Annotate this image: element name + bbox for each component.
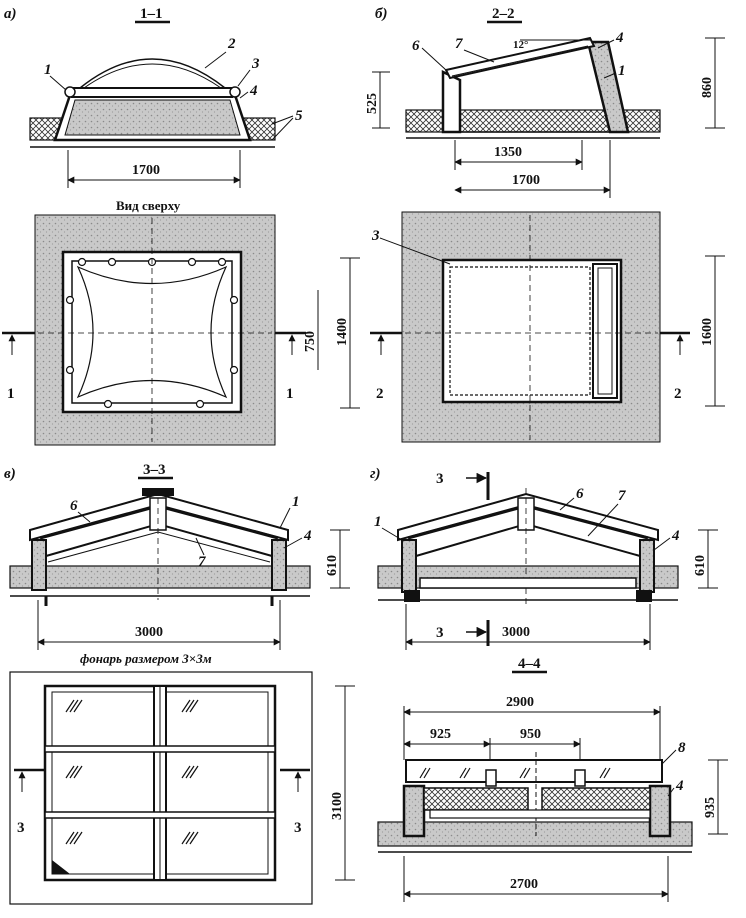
dim-a-750: 750 [303,331,318,352]
callout-g-6: 6 [576,486,584,502]
panel-b: б) 2–2 6 7 12° 4 1 525 860 1350 [365,6,725,443]
panel-v: в) 3–3 6 1 4 7 610 3000 фонарь размеро [4,462,355,905]
glazing-g [405,759,663,783]
glazing-b [444,36,596,80]
callout-b-1: 1 [618,63,626,79]
callout-g-7: 7 [618,488,626,504]
callout-g-8: 8 [678,740,686,756]
dim-g-2700: 2700 [510,877,538,892]
dim-v-3100: 3100 [330,792,345,820]
callout-a-1: 1 [44,62,52,78]
callout-b-angle: 12° [513,39,528,51]
cut-g-bottom: 3 [436,625,444,641]
dim-g-3000: 3000 [502,625,530,640]
roof-slab-g2 [377,821,693,847]
panel-a-section-title: 1–1 [140,6,163,22]
callout-g-1: 1 [374,514,382,530]
dim-v-610: 610 [325,555,340,576]
panel-a-letter: а) [4,6,17,22]
dim-a-1700: 1700 [132,163,160,178]
callout-v-7: 7 [198,554,206,570]
panel-b-section-title: 2–2 [492,6,515,22]
dome-a [79,58,226,89]
panel-g: г) 3 1 6 7 4 610 3000 3 4–4 [370,466,728,902]
dim-g-610: 610 [693,555,708,576]
callout-b-7: 7 [455,36,463,52]
view-from-above-label: Вид сверху [116,198,181,213]
callout-b-4: 4 [615,30,624,46]
callout-g-4b: 4 [675,778,684,794]
cut-g-top: 3 [436,471,444,487]
callout-g-4: 4 [671,528,680,544]
dim-b-860: 860 [700,77,715,98]
callout-a-4: 4 [249,83,258,99]
cut-a-left: 1 [7,386,15,402]
dim-b-525: 525 [365,93,380,114]
callout-b-6: 6 [412,38,420,54]
callout-a-2: 2 [227,36,236,52]
dim-g-935: 935 [703,797,718,818]
dim-b-1600: 1600 [700,318,715,346]
dim-v-3000: 3000 [135,625,163,640]
cut-v-right: 3 [294,820,302,836]
cut-b-left: 2 [376,386,384,402]
cut-a-right: 1 [286,386,294,402]
dim-g-950: 950 [520,727,541,742]
panel-b-letter: б) [375,6,387,22]
dim-g-2900: 2900 [506,695,534,710]
panel-a: а) 1–1 1 2 3 4 5 1700 Вид сверху [2,6,360,446]
panel-v-letter: в) [4,466,16,482]
callout-a-5: 5 [295,108,303,124]
panel-v-section-title: 3–3 [143,462,166,478]
roof-slab-v [9,565,311,589]
dim-g-925: 925 [430,727,451,742]
cut-b-right: 2 [674,386,682,402]
callout-v-1: 1 [292,494,300,510]
dim-a-1400: 1400 [335,318,350,346]
curb-b-high [586,40,630,134]
panel-g-letter: г) [370,466,381,482]
callout-v-6: 6 [70,498,78,514]
panel-g-section-title: 4–4 [518,656,541,672]
callout-a-3: 3 [251,56,260,72]
dim-b-1350: 1350 [494,145,522,160]
dim-b-1700: 1700 [512,173,540,188]
cut-v-left: 3 [17,820,25,836]
callout-v-4: 4 [303,528,312,544]
caption-v: фонарь размером 3×3м [80,651,212,666]
callout-b-3: 3 [371,228,380,244]
